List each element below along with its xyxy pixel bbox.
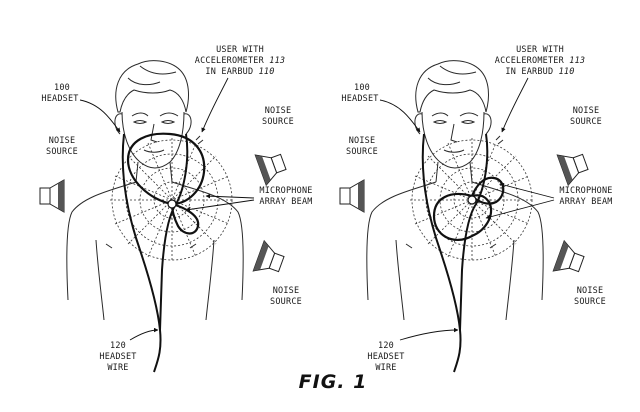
label-user-line2: ACCELEROMETER 113 [495, 56, 585, 66]
label-noise-left-1: NOISE [349, 136, 376, 146]
headset-wire [421, 133, 462, 373]
label-mic-1: MICROPHONE [259, 186, 312, 196]
microphone-array-beam [432, 192, 493, 242]
label-wire-number: 120 [110, 341, 126, 351]
label-noise-bottom-right-2: SOURCE [270, 297, 302, 307]
microphone-icon [167, 199, 177, 209]
label-noise-top-right-2: SOURCE [262, 117, 294, 127]
label-noise-top-right-1: NOISE [573, 106, 600, 116]
label-mic-2: ARRAY BEAM [259, 197, 312, 207]
label-user-line1: USER WITH [516, 45, 564, 55]
noise-source-top-right-icon [254, 146, 290, 186]
label-mic-1: MICROPHONE [559, 186, 612, 196]
panel-right: USER WITH ACCELEROMETER 113 IN EARBUD 11… [339, 45, 612, 373]
label-user-line1: USER WITH [216, 45, 264, 55]
label-noise-top-right-1: NOISE [265, 106, 292, 116]
label-noise-bottom-right-1: NOISE [577, 286, 604, 296]
label-noise-bottom-right-2: SOURCE [574, 297, 606, 307]
label-headset: HEADSET [341, 94, 378, 104]
noise-source-bottom-right-icon [252, 240, 288, 280]
earbud-accelerometer-icon [495, 135, 504, 145]
label-noise-left-2: SOURCE [346, 147, 378, 157]
label-headset-number: 100 [54, 83, 70, 93]
label-user-line2: ACCELEROMETER 113 [195, 56, 285, 66]
label-wire-number: 120 [378, 341, 394, 351]
headset-wire [121, 133, 162, 373]
label-mic-2: ARRAY BEAM [559, 197, 612, 207]
label-wire-1: HEADSET [367, 352, 404, 362]
earbud-accelerometer-icon [195, 135, 204, 145]
label-wire-1: HEADSET [99, 352, 136, 362]
noise-source-left-icon [39, 179, 65, 213]
microphone-array-beam [126, 132, 206, 206]
panel-left: USER WITH ACCELEROMETER 113 IN EARBUD 11… [39, 45, 312, 373]
label-noise-bottom-right-1: NOISE [273, 286, 300, 296]
label-headset: HEADSET [41, 94, 78, 104]
figure-title: FIG. 1 [299, 371, 368, 393]
label-noise-left-2: SOURCE [46, 147, 78, 157]
noise-source-bottom-right-icon [552, 240, 588, 280]
microphone-icon [467, 195, 477, 205]
label-user-line3: IN EARBUD 110 [205, 67, 274, 77]
label-user-line3: IN EARBUD 110 [505, 67, 574, 77]
noise-source-left-icon [339, 179, 365, 213]
label-noise-left-1: NOISE [49, 136, 76, 146]
noise-source-top-right-icon [556, 146, 592, 186]
label-wire-2: WIRE [107, 363, 128, 373]
label-noise-top-right-2: SOURCE [570, 117, 602, 127]
label-wire-2: WIRE [375, 363, 396, 373]
label-headset-number: 100 [354, 83, 370, 93]
